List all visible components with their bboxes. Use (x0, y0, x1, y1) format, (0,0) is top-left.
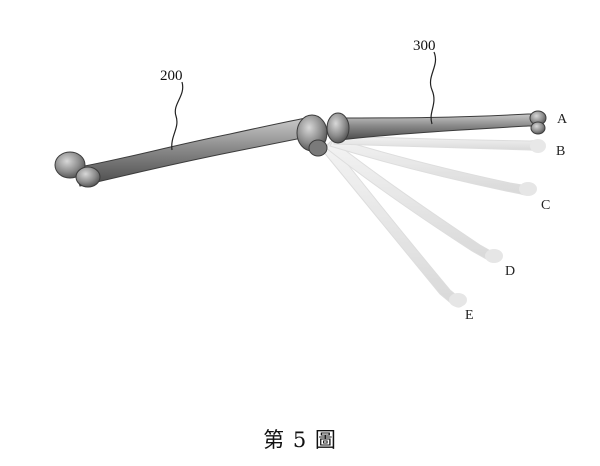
humerus-bone (54, 114, 328, 188)
reference-numeral-300: 300 (413, 38, 436, 54)
position-label-b: B (556, 144, 565, 159)
ghost-forearm-positions (321, 135, 546, 308)
leader-line-300 (430, 51, 436, 125)
forearm-position-c (329, 137, 537, 196)
forearm-position-d (325, 139, 503, 263)
position-label-d: D (505, 264, 515, 279)
position-label-e: E (465, 308, 474, 323)
reference-numeral-200: 200 (160, 68, 183, 84)
forearm-position-e (321, 141, 467, 308)
forearm-position-a (326, 110, 547, 144)
position-label-c: C (541, 198, 550, 213)
position-label-a: A (557, 112, 568, 127)
leader-line-200 (171, 81, 184, 151)
forearm-position-b (333, 135, 546, 153)
figure-caption: 第 5 圖 (263, 428, 337, 452)
